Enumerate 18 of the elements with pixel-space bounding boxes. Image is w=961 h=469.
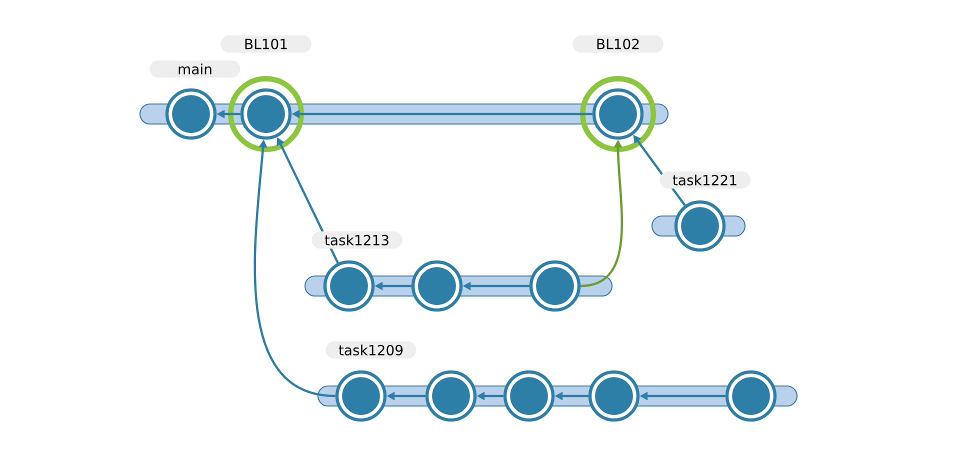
commit-circle (425, 370, 477, 422)
commit-circle (674, 200, 726, 252)
commit-circle (503, 370, 555, 422)
commit-circle (240, 88, 292, 140)
commit-circle (411, 260, 463, 312)
branch-tag: task1221 (660, 171, 750, 189)
commit-circle (588, 370, 640, 422)
branch-tag: BL101 (220, 35, 312, 53)
branch-tag: main (150, 60, 240, 78)
branch-tag: task1213 (312, 231, 402, 249)
commit-circle (323, 260, 375, 312)
branch-tag: BL102 (572, 35, 664, 53)
branch-tag: task1209 (326, 341, 416, 359)
commit-circle (335, 370, 387, 422)
commit-circle (165, 88, 217, 140)
commit-circle (529, 260, 581, 312)
commit-circle (725, 370, 777, 422)
commit-circle (592, 88, 644, 140)
